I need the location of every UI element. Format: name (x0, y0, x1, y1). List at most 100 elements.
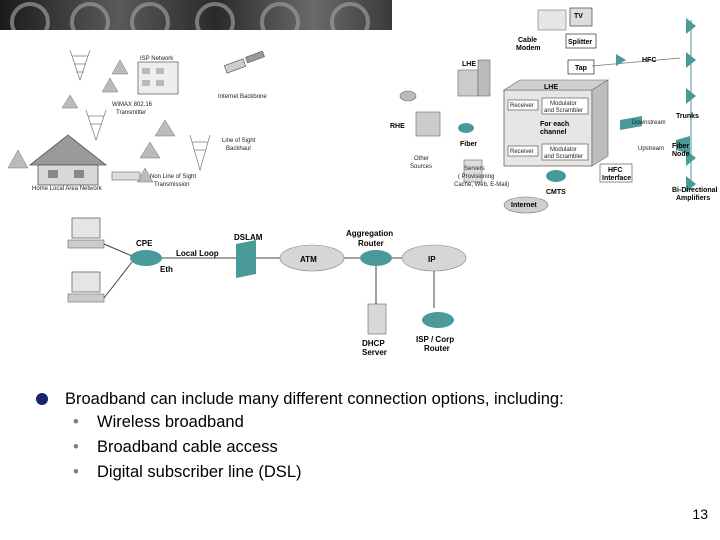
bullet-main-text: Broadband can include many different con… (65, 390, 564, 408)
label-cable-modem-2: Modem (516, 45, 541, 52)
label-tap: Tap (575, 65, 587, 72)
label-eth: Eth (160, 265, 173, 274)
label-lhe-inner: LHE (544, 84, 558, 91)
cmts-router-icon (546, 170, 566, 182)
rhe-building-icon (415, 111, 441, 137)
dsl-diagram: CPE Eth Local Loop DSLAM ATM Aggregation… (67, 217, 467, 357)
bullet-dot-icon (36, 393, 48, 405)
label-ip: IP (428, 255, 436, 264)
bullet-sub-text: Wireless broadband (97, 413, 244, 431)
dhcp-server-icon (367, 303, 387, 335)
label-isp-corp-1: ISP / Corp (416, 335, 454, 344)
splitter-box (565, 33, 597, 49)
sub-bullet-icon: • (73, 413, 79, 431)
page-number: 13 (692, 506, 708, 522)
label-upstream: Upstream (638, 146, 664, 152)
label-fiber: Fiber (460, 141, 477, 148)
label-other-1: Other (414, 156, 429, 162)
label-rhe: RHE (390, 123, 405, 130)
label-isp-corp-2: Router (424, 344, 450, 353)
wireless-broadband-diagram: ISP Network Internet Backbone WiMAX 802.… (7, 49, 267, 192)
isp-corp-router-icon (422, 312, 454, 328)
label-cpe: CPE (136, 239, 153, 248)
header-banner-image (0, 0, 392, 30)
label-internet-backbone: Internet Backbone (218, 94, 267, 100)
label-trunks: Trunks (676, 113, 699, 120)
fiber-node-icon (676, 136, 690, 154)
modulator-box-2 (541, 143, 589, 161)
bullet-list: Broadband can include many different con… (36, 388, 676, 485)
bullet-sub-item: • Broadband cable access (73, 435, 676, 460)
label-servers-2: ( Provisioning (458, 174, 494, 180)
sub-bullet-icon: • (73, 463, 79, 481)
label-other-2: Sources (410, 164, 432, 170)
label-lhe-outer: LHE (462, 61, 476, 68)
label-foreach-2: channel (540, 129, 567, 136)
satellite-dish-icon (399, 90, 417, 102)
tap-box (567, 59, 595, 75)
computer-icon (67, 217, 105, 303)
receiver-box-2 (507, 145, 539, 157)
cpe-router-icon (130, 250, 162, 266)
receiver-box-1 (507, 99, 539, 111)
bullet-sub-text: Digital subscriber line (DSL) (97, 463, 302, 481)
isp-network-building (137, 61, 179, 95)
label-bidi-2: Amplifiers (676, 195, 710, 202)
label-fiber-node-1: Fiber (672, 143, 689, 150)
label-aggregation-1: Aggregation (346, 229, 393, 238)
label-los-1: Line of Sight (222, 138, 256, 144)
wireless-cpe-device (111, 171, 141, 181)
modulator-box-1 (541, 97, 589, 115)
label-aggregation-2: Router (358, 239, 384, 248)
bullet-main-item: Broadband can include many different con… (36, 388, 676, 410)
satellite-icon (223, 50, 265, 74)
label-wimax-2: Transmitter (116, 110, 146, 116)
label-mod-1a: Modulator (550, 101, 577, 107)
label-hfc-iface-2: Interface (602, 175, 631, 182)
label-los-2: Backhaul (226, 146, 251, 152)
aggregation-router-icon (360, 250, 392, 266)
label-splitter: Splitter (568, 39, 592, 46)
label-dslam: DSLAM (234, 233, 263, 242)
house-icon (28, 134, 108, 186)
lhe-building-icon (457, 59, 491, 97)
internet-cloud (503, 196, 549, 214)
label-downstream: Downstream (632, 120, 666, 126)
downstream-arrow (620, 116, 642, 130)
label-hfc-iface-1: HFC (608, 167, 622, 174)
router-icon (458, 123, 474, 133)
antenna-mast-icon (69, 49, 211, 172)
label-mod-2a: Modulator (550, 147, 577, 153)
label-cable-modem-1: Cable (518, 37, 537, 44)
label-nlos-2: Transmission (154, 182, 189, 188)
label-atm: ATM (300, 255, 317, 264)
label-dhcp-2: Server (362, 348, 387, 357)
tree-icon (7, 59, 176, 183)
label-tv: TV (574, 13, 583, 20)
label-nlos-1: Non Line of Sight (150, 174, 196, 180)
hfc-interface-box (599, 163, 633, 183)
label-internet: Internet (511, 202, 537, 209)
cable-broadband-diagram: TV Splitter Cable Modem Tap HFC LHE LHE … (390, 7, 718, 214)
server-icon (463, 159, 483, 183)
label-receiver-1: Receiver (510, 103, 534, 109)
label-fiber-node-2: Node (672, 151, 690, 158)
label-mod-1b: and Scrambler (544, 108, 583, 114)
label-mod-2b: and Scrambler (544, 154, 583, 160)
label-receiver-2: Receiver (510, 149, 534, 155)
label-foreach-1: For each (540, 121, 569, 128)
bullet-sub-text: Broadband cable access (97, 438, 278, 456)
label-isp-network: ISP Network (140, 56, 174, 62)
label-local-loop: Local Loop (176, 249, 219, 258)
dslam-icon (236, 240, 256, 278)
label-hfc: HFC (642, 57, 656, 64)
home-pc-icon (537, 9, 567, 31)
label-servers-1: Servers (464, 166, 485, 172)
label-cmts: CMTS (546, 189, 566, 196)
label-bidi-1: Bi-Directional (672, 187, 718, 194)
sub-bullet-icon: • (73, 438, 79, 456)
tv-icon (569, 7, 593, 27)
label-servers-3: Cache, Web, E-Mail) (454, 182, 509, 188)
bullet-sub-item: • Digital subscriber line (DSL) (73, 460, 676, 485)
label-home-lan: Home Local Area Network (32, 186, 103, 192)
